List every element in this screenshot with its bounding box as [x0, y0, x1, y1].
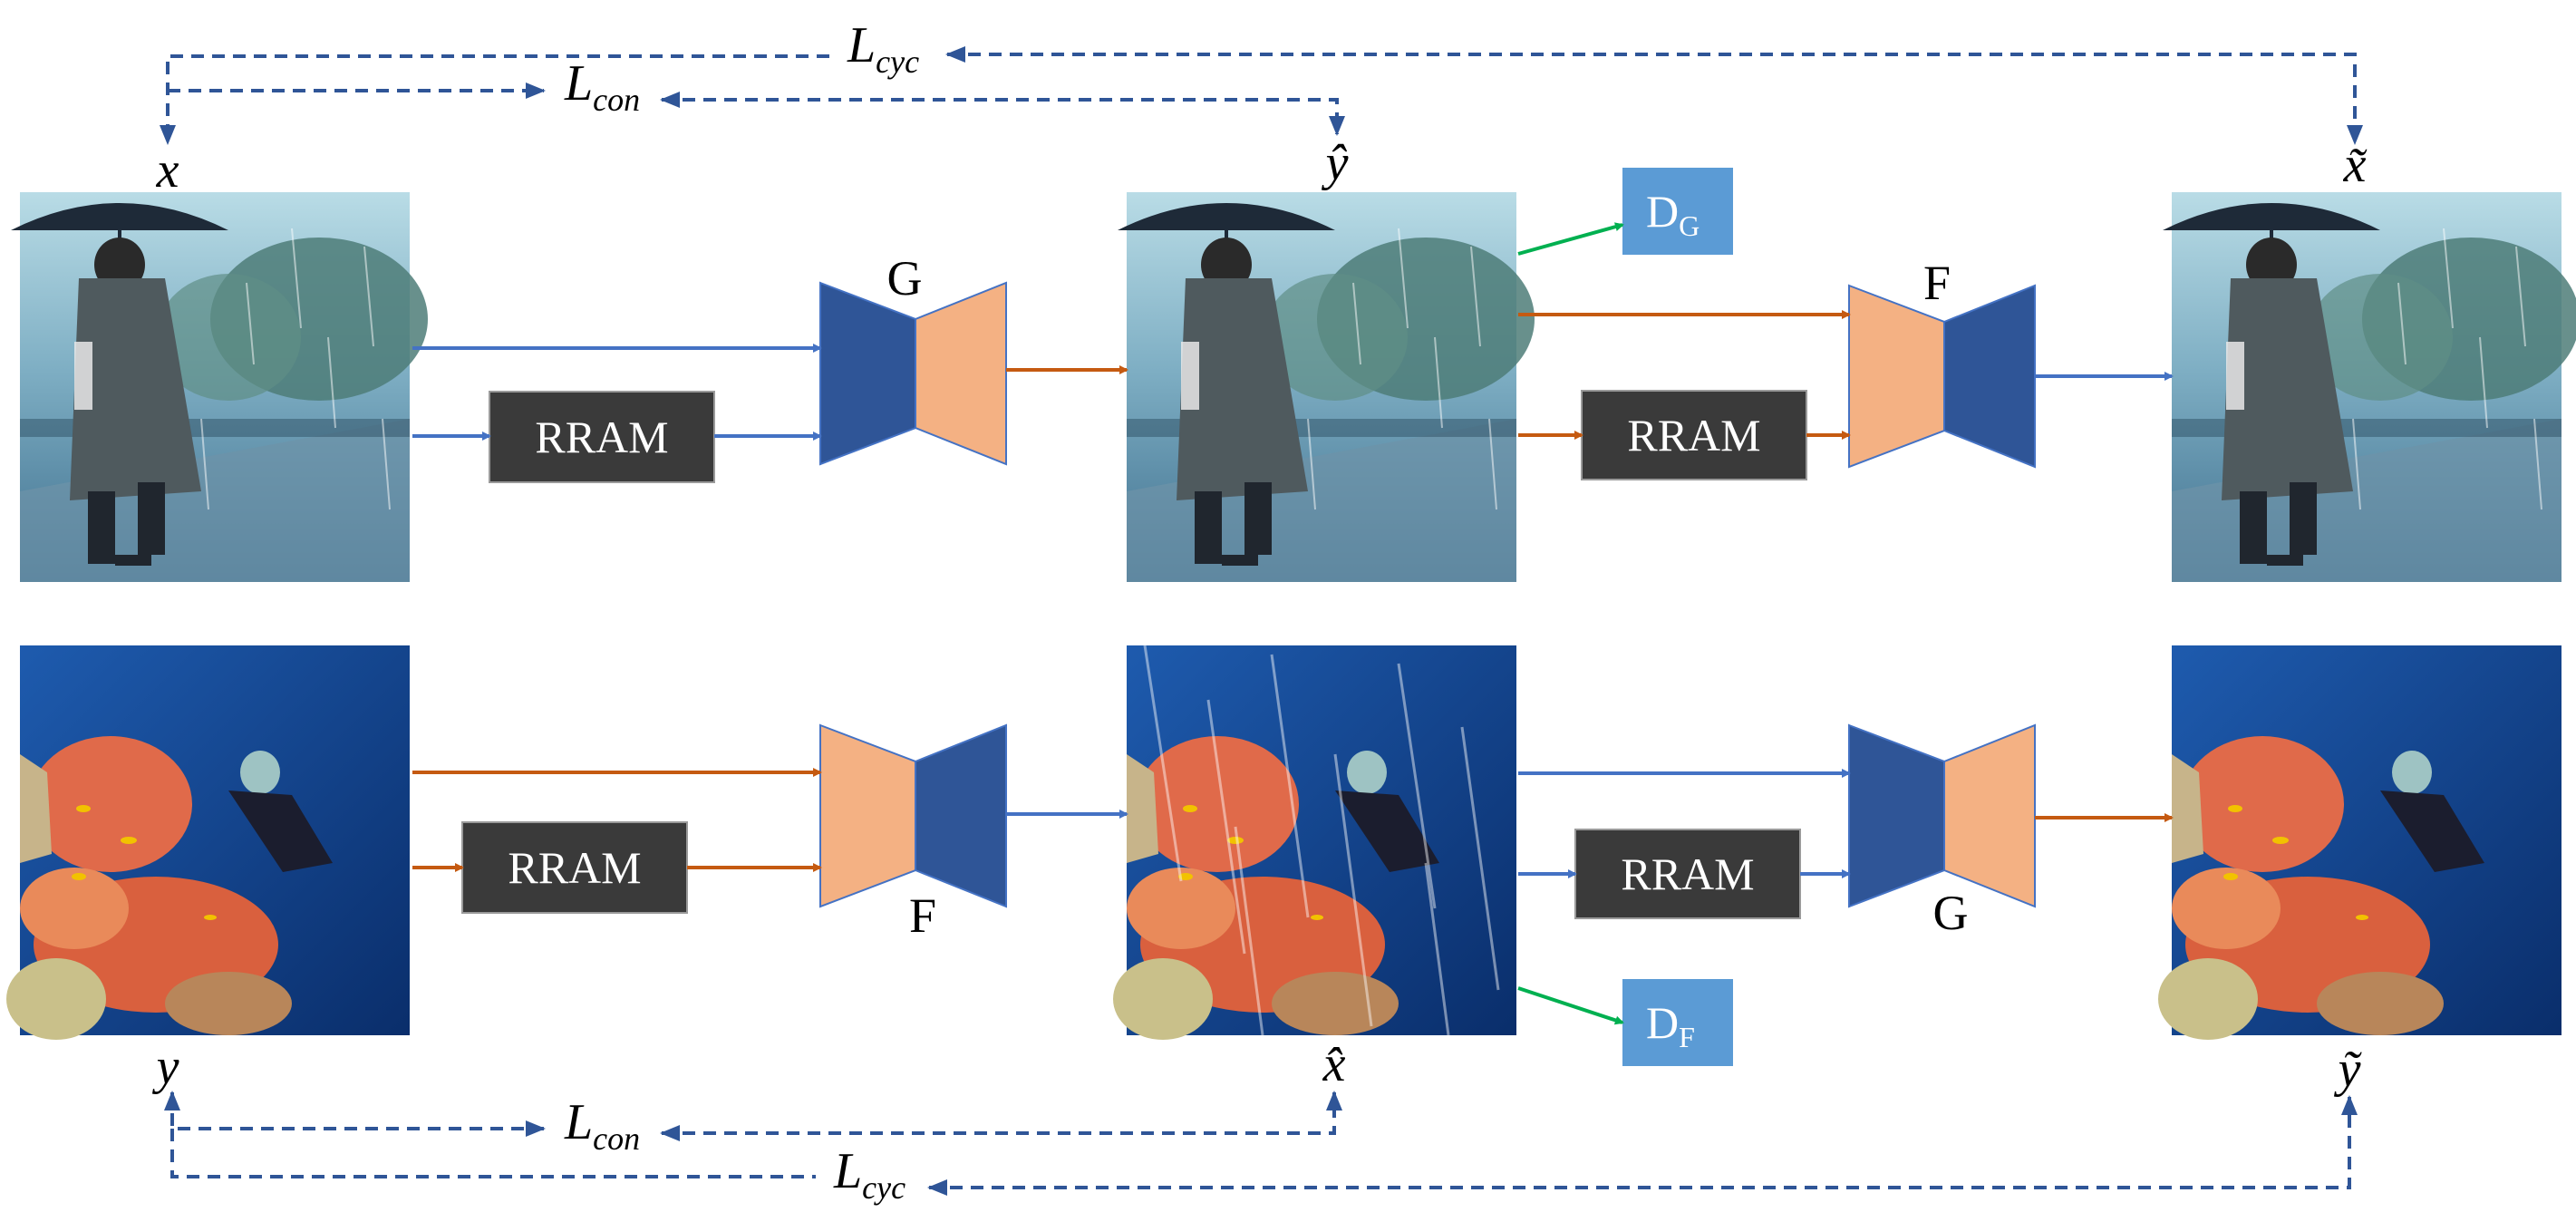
- lcon-top-sub: con: [593, 82, 640, 118]
- generator-f-top-label: F: [1923, 256, 1951, 310]
- df-sub: F: [1679, 1021, 1695, 1053]
- lcon-top-base: L: [564, 55, 593, 112]
- label-y: y: [152, 1039, 179, 1095]
- lcon-bottom-right: [660, 1091, 1342, 1141]
- rram-box-bottom-right: RRAM: [1574, 829, 1801, 919]
- lcon-bottom-label: Lcon: [564, 1094, 640, 1157]
- bottom-row-arrows: [412, 768, 2174, 1025]
- top-row-arrows: [412, 222, 2174, 441]
- generator-f-bottom-label: F: [909, 888, 936, 943]
- svg-text:DF: DF: [1646, 997, 1695, 1053]
- dg-base: D: [1646, 186, 1679, 237]
- lcon-bottom-sub: con: [593, 1120, 640, 1157]
- image-y-hat: [1116, 190, 1536, 584]
- lcyc-bottom-right: [927, 1095, 2358, 1196]
- label-x-tilde: x̃: [2343, 137, 2368, 193]
- image-y-tilde: [2158, 645, 2561, 1040]
- lcyc-top-sub: cyc: [876, 44, 919, 80]
- lcon-top-label: Lcon: [564, 55, 640, 118]
- top-loss-lines: [160, 46, 2363, 145]
- rram-label: RRAM: [508, 842, 641, 893]
- lcon-bottom-base: L: [564, 1094, 593, 1150]
- image-x-tilde: [2161, 190, 2576, 584]
- discriminator-dg: DG: [1622, 168, 1733, 255]
- lcyc-top-base: L: [847, 17, 876, 73]
- lcyc-bottom-left: [170, 1129, 816, 1178]
- lcyc-top-label: Lcyc: [847, 17, 919, 80]
- rram-box-top-left: RRAM: [489, 391, 715, 483]
- svg-text:DG: DG: [1646, 186, 1700, 242]
- label-x-hat: x̂: [1322, 1036, 1346, 1092]
- generator-g-bottom-label: G: [1933, 886, 1969, 940]
- arrow-xhat-to-df: [1517, 986, 1624, 1025]
- image-x-hat: [1113, 644, 1516, 1040]
- lcyc-bottom-base: L: [833, 1143, 862, 1199]
- arrow-yhat-to-dg: [1517, 222, 1624, 256]
- bottom-loss-lines: [164, 1091, 2358, 1196]
- rram-label: RRAM: [1621, 849, 1754, 899]
- lcyc-top-right: [945, 46, 2363, 145]
- label-y-hat: ŷ: [1322, 135, 1349, 191]
- generator-g-top-label: G: [887, 251, 923, 306]
- generator-f-bottom: [819, 724, 1007, 907]
- rram-label: RRAM: [535, 412, 668, 462]
- df-base: D: [1646, 997, 1679, 1048]
- rram-label: RRAM: [1627, 410, 1760, 461]
- label-y-tilde: ỹ: [2334, 1042, 2363, 1098]
- rram-box-top-right: RRAM: [1581, 390, 1807, 480]
- dg-sub: G: [1679, 209, 1700, 242]
- rram-box-bottom-left: RRAM: [461, 821, 688, 914]
- generator-g-bottom: [1848, 724, 2036, 907]
- generator-f-top: [1848, 285, 2036, 468]
- lcon-bottom-left: [164, 1091, 546, 1137]
- label-x: x: [156, 142, 179, 199]
- lcyc-bottom-label: Lcyc: [833, 1143, 905, 1206]
- lcon-top-right: [660, 92, 1345, 136]
- lcyc-bottom-sub: cyc: [862, 1169, 905, 1206]
- discriminator-df: DF: [1622, 979, 1733, 1066]
- lcyc-top-left: [160, 54, 829, 145]
- image-x: [9, 190, 430, 584]
- generator-g-top: [819, 282, 1007, 465]
- image-y: [6, 645, 410, 1040]
